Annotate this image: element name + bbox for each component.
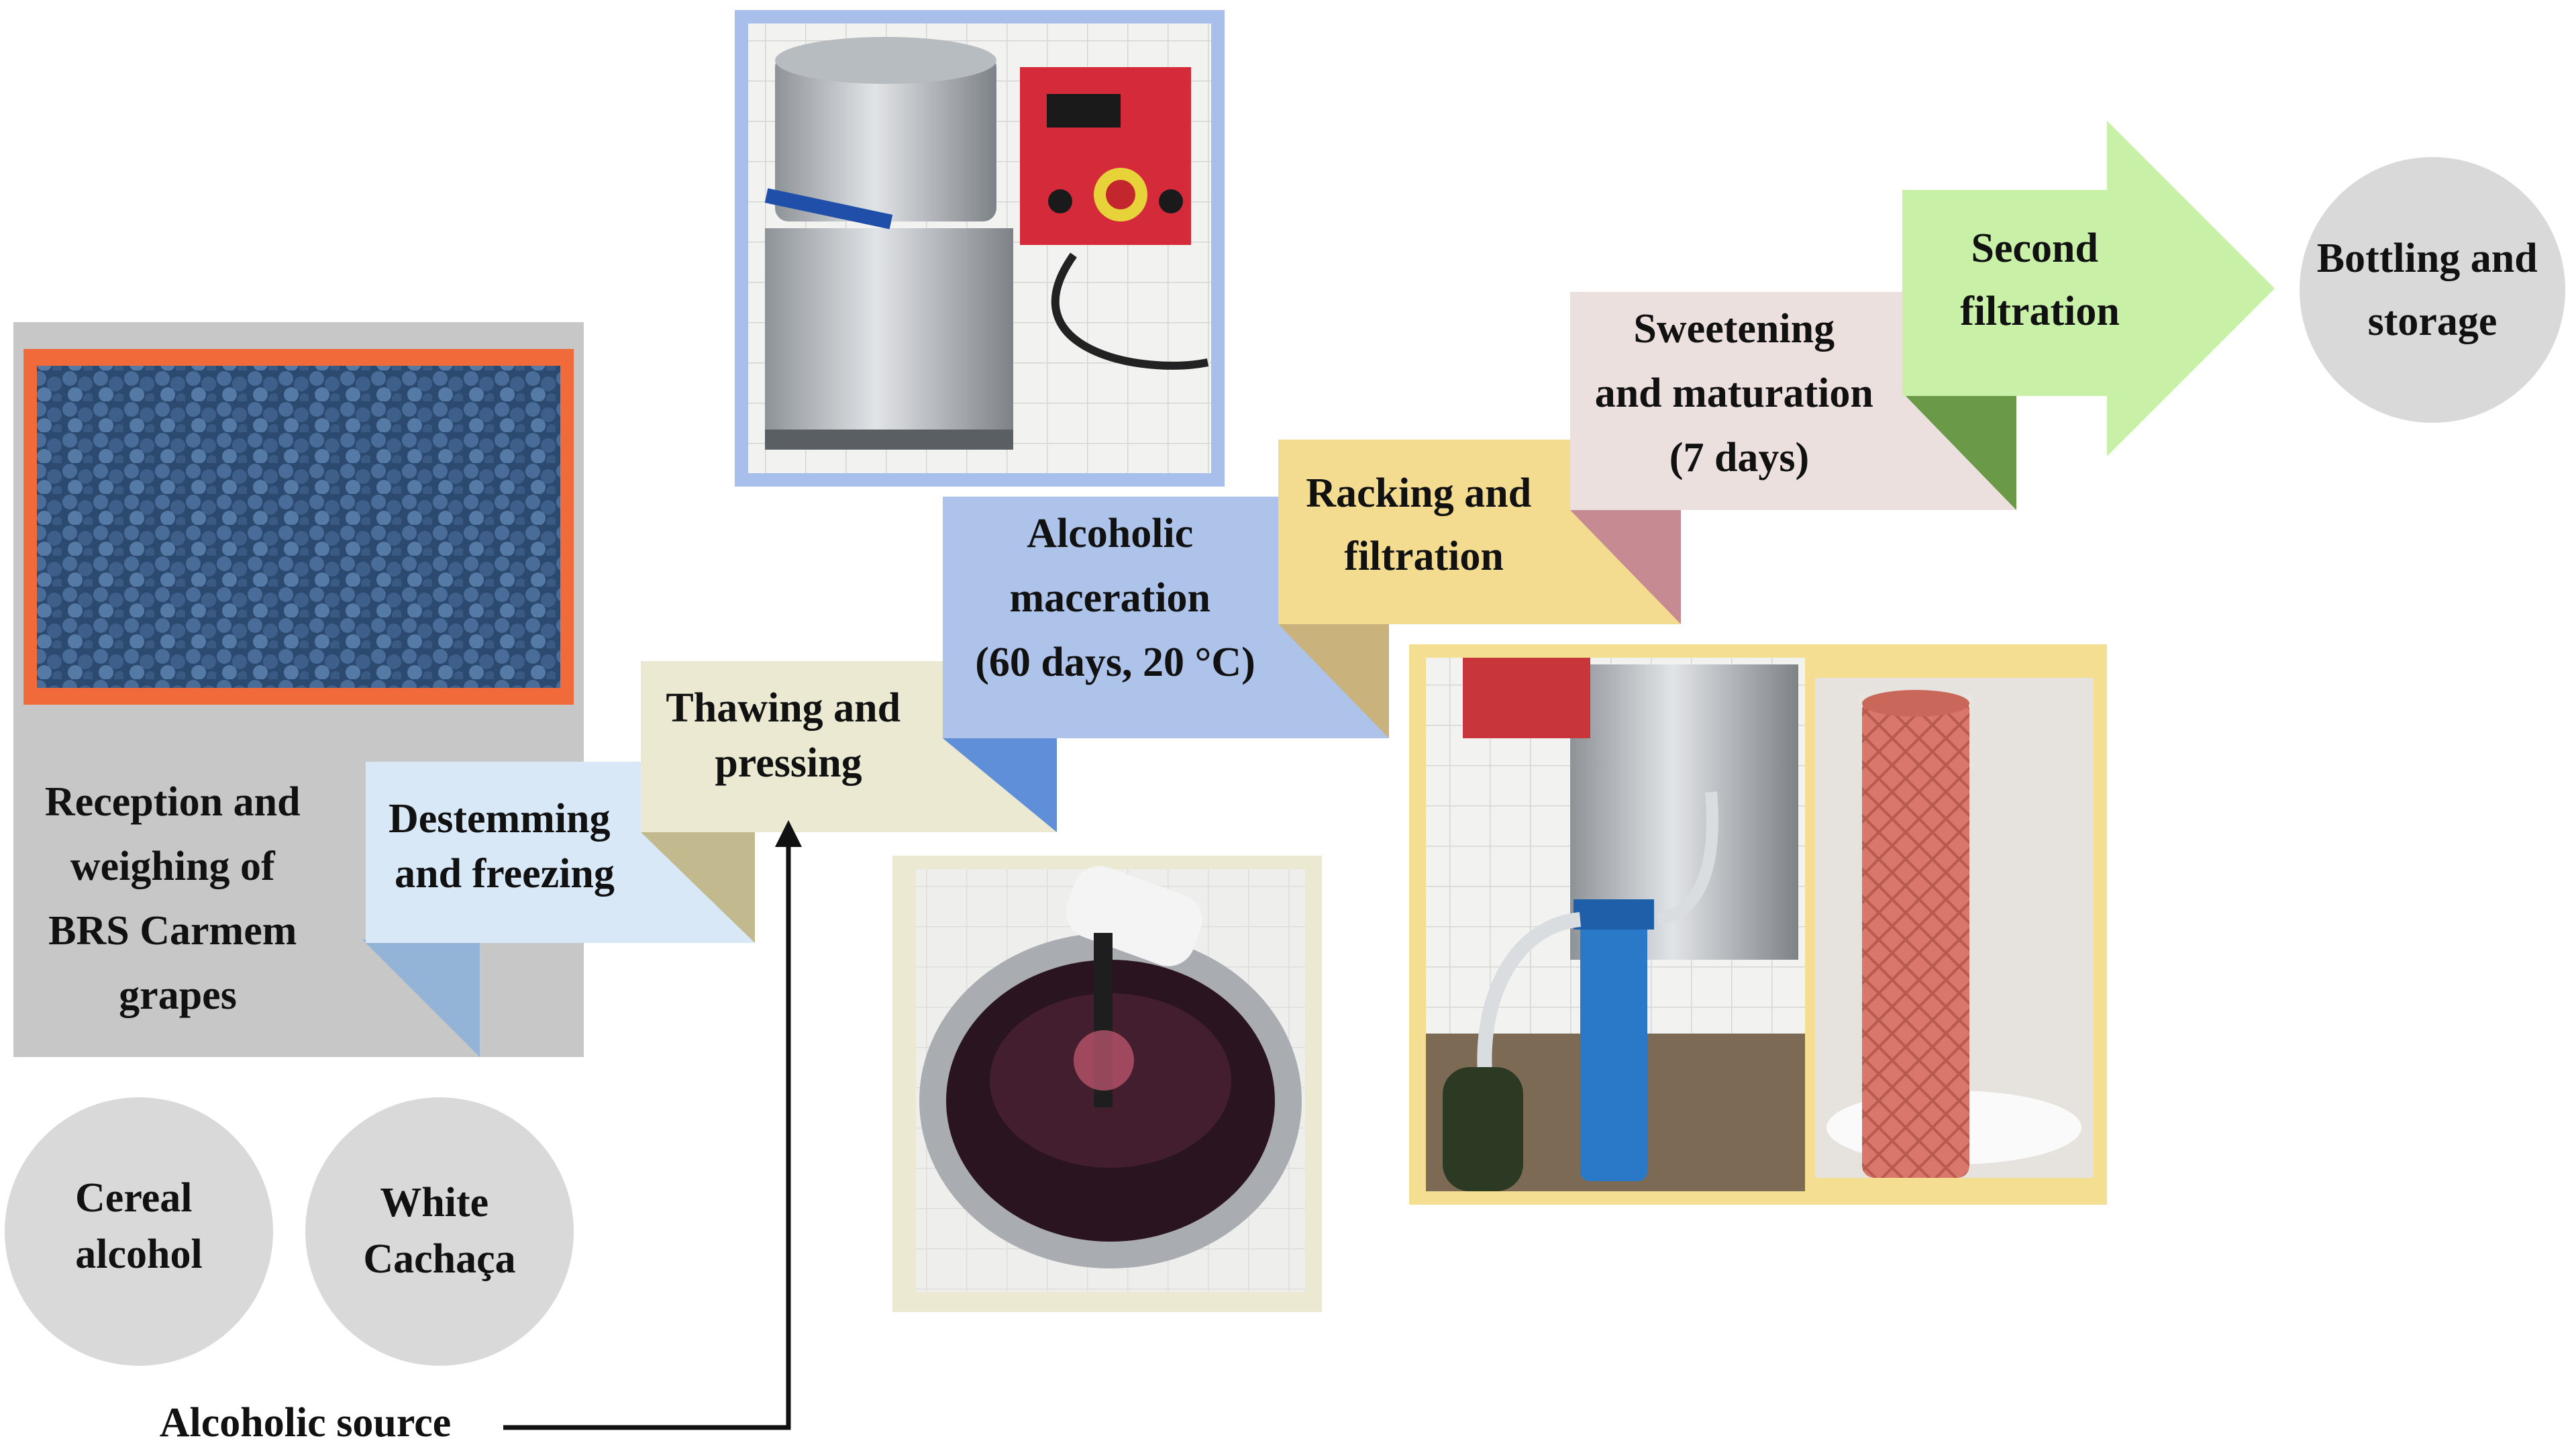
white-cachaca-circle: [305, 1097, 574, 1366]
filter-setup-photo: [1426, 658, 1805, 1191]
bottling-label: Bottling and storage: [2317, 236, 2548, 344]
second-filtration-arrow: [1902, 121, 2275, 456]
maceration-fold: [1278, 624, 1389, 738]
sweetening-label: Sweetening and maturation (7 days): [1595, 306, 1884, 481]
step-racking: Racking and filtration: [1278, 440, 1681, 624]
cereal-alcohol-circle: [5, 1097, 273, 1366]
grapes-photo: [23, 349, 574, 705]
filter-cartridge-photo: [1815, 678, 2094, 1178]
thawing-label: Thawing and pressing: [666, 685, 911, 786]
connector-arrowhead: [775, 820, 802, 847]
reception-fold: [362, 940, 480, 1057]
cereal-alcohol-label: Cereal alcohol: [75, 1175, 203, 1277]
second-filtration-label: Second filtration: [1960, 226, 2120, 334]
thawing-fold: [943, 738, 1057, 832]
reception-label: Reception and weighing of BRS Carmem gra…: [45, 779, 311, 1018]
white-cachaca-label: White Cachaça: [363, 1180, 515, 1282]
step-second-filtration: Second filtration: [1902, 121, 2275, 456]
sweetening-fold: [1906, 396, 2016, 510]
maceration-label: Alcoholic maceration (60 days, 20 °C): [975, 511, 1255, 685]
source-white-cachaca: White Cachaça: [305, 1097, 574, 1366]
racking-label: Racking and filtration: [1306, 470, 1541, 579]
destemming-fold: [641, 832, 755, 943]
step-thawing: Thawing and pressing: [641, 661, 1057, 832]
alcoholic-source-connector: [503, 820, 802, 1430]
bottling-circle: [2300, 157, 2565, 423]
step-bottling: Bottling and storage: [2300, 157, 2565, 423]
destemming-label: Destemming and freezing: [389, 796, 621, 897]
racking-fold: [1570, 510, 1681, 624]
source-cereal-alcohol: Cereal alcohol: [5, 1097, 273, 1366]
step-reception: Reception and weighing of BRS Carmem gra…: [13, 322, 584, 1057]
maceration-machine-photo: [735, 10, 1225, 487]
filtration-photos: [1409, 644, 2107, 1205]
pressing-photo: [892, 856, 1322, 1312]
connector-line: [503, 836, 791, 1430]
alcoholic-source-label: Alcoholic source: [160, 1400, 452, 1446]
